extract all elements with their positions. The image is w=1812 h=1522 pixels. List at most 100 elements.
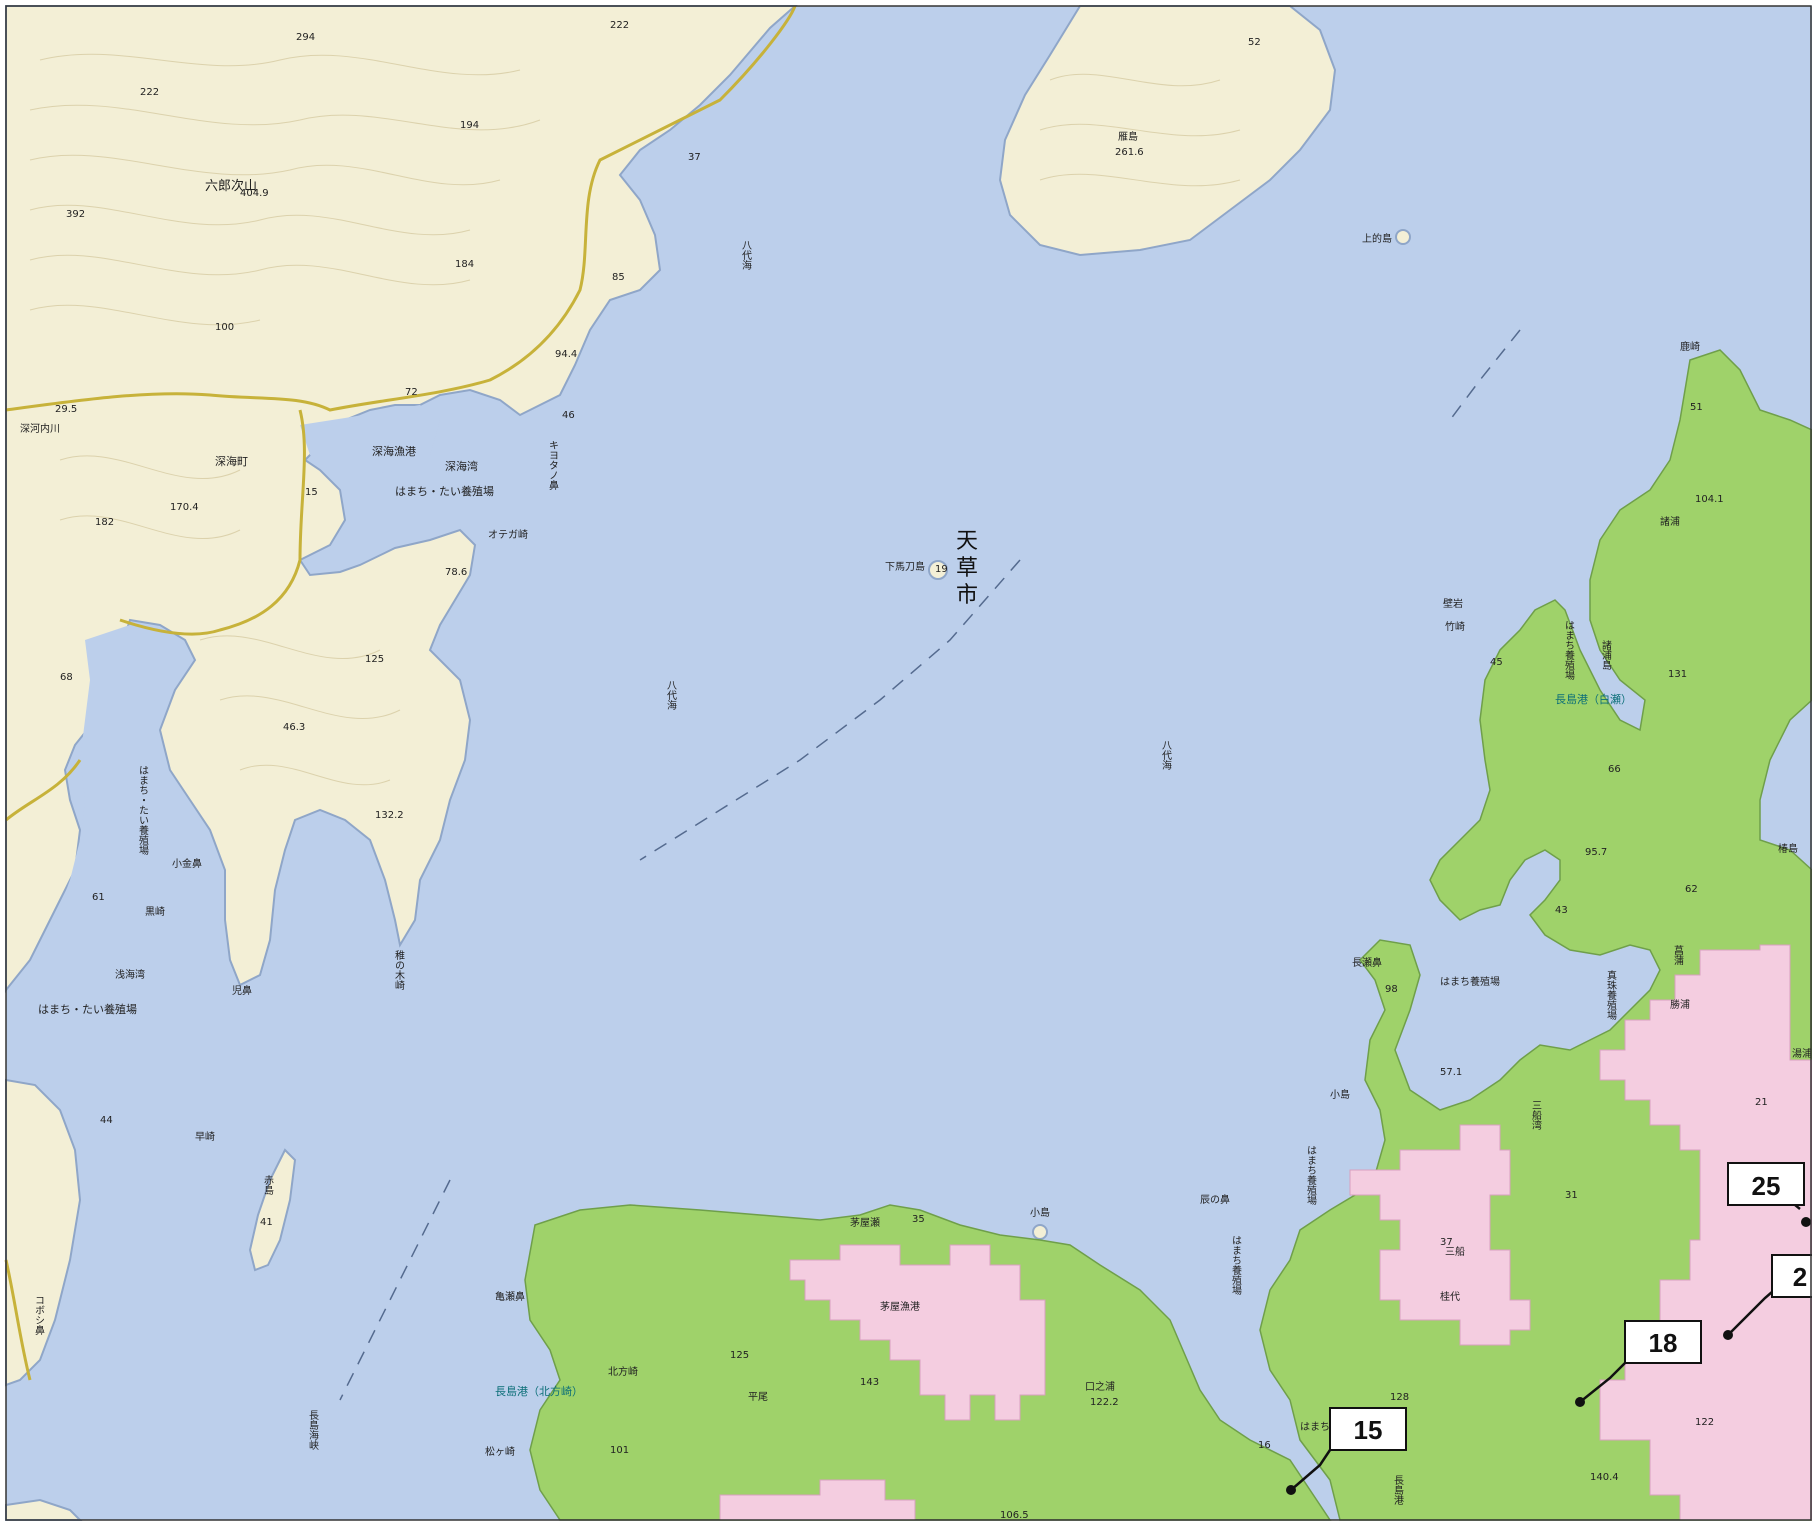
spot-182: 182 [95, 517, 114, 528]
label-rokurojiyama: 六郎次山 [205, 178, 257, 194]
spot-51: 51 [1690, 402, 1703, 413]
place-labels: 天草市 六郎次山 深海町 深海漁港 深海湾 はまち・たい養殖場 はまち・たい養殖… [20, 130, 1812, 1505]
label-hamachi-tai-2: はまち・たい養殖場 [137, 765, 149, 856]
spot-294: 294 [296, 32, 315, 43]
spot-95: 95.7 [1585, 847, 1607, 858]
label-hamachi-tai-1: はまち・たい養殖場 [395, 484, 494, 498]
spot-125: 125 [365, 654, 384, 665]
label-fukaumi-town: 深海町 [215, 454, 248, 468]
label-koboshi: コボシ鼻 [33, 1295, 45, 1336]
spot-100: 100 [215, 322, 234, 333]
spot-68: 68 [60, 672, 73, 683]
label-nagashima-port-kitagata: 長島港（北方崎） [495, 1384, 583, 1398]
label-hamachi-5: はまち養殖場 [1563, 620, 1575, 681]
spot-21: 21 [1755, 1097, 1768, 1108]
label-nagashima-port-shirase: 長島港（白瀬） [1555, 692, 1632, 706]
spot-404: 404.9 [240, 188, 269, 199]
label-kanosaki: 鹿崎 [1680, 340, 1700, 353]
spot-85: 85 [612, 272, 625, 283]
label-hamachi-tai-3: はまち・たい養殖場 [38, 1002, 137, 1016]
marker-25[interactable]: 25 [1727, 1162, 1811, 1227]
spot-143: 143 [860, 1377, 879, 1388]
spot-184: 184 [455, 259, 474, 270]
marker-2x[interactable]: 2 [1723, 1254, 1812, 1340]
spot-261: 261.6 [1115, 147, 1144, 158]
label-hamachi-2: はまち養殖場 [1440, 975, 1500, 988]
spot-98: 98 [1385, 984, 1398, 995]
inlet-fukaumi [300, 405, 440, 480]
label-kokanahana: 小金鼻 [172, 857, 202, 870]
label-akajima: 赤島 [262, 1175, 274, 1196]
label-kurosaki: 黒崎 [145, 905, 165, 918]
island-akajima [248, 1148, 297, 1272]
spot-57: 57.1 [1440, 1067, 1462, 1078]
spot-62: 62 [1685, 884, 1698, 895]
spot-37b: 37 [688, 152, 701, 163]
label-tatsunohana: 辰の鼻 [1200, 1193, 1230, 1206]
spot-392: 392 [66, 209, 85, 220]
label-shinju: 真珠養殖場 [1605, 969, 1617, 1021]
label-kojima1: 小島 [1030, 1206, 1050, 1219]
spot-heights: 404.9 294 222 222 392 194 184 100 85 94.… [55, 20, 1768, 1521]
label-kamebai: 亀瀬鼻 [495, 1290, 525, 1303]
marker-15[interactable]: 15 [1286, 1407, 1407, 1495]
label-katsuura: 勝浦 [1670, 998, 1690, 1011]
label-keishiro: 桂代 [1440, 1290, 1460, 1303]
label-kojima2: 小島 [1330, 1088, 1350, 1101]
label-kominato: 茅屋瀬 [850, 1217, 880, 1229]
spot-29: 29.5 [55, 404, 77, 415]
label-nagaseba: 長瀬鼻 [1352, 956, 1382, 969]
label-suwase: 諸浦島 [1600, 639, 1612, 671]
spot-15: 15 [305, 487, 318, 498]
label-yatsushiro-2: 八代海 [665, 680, 677, 711]
urban-east [1599, 944, 1812, 1521]
spot-45: 45 [1490, 657, 1503, 668]
label-shiraseura: 諸浦 [1660, 515, 1680, 528]
spot-44: 44 [100, 1115, 113, 1126]
label-hayasaki: 早崎 [195, 1130, 215, 1143]
label-hamachi-3: はまち養殖場 [1305, 1145, 1317, 1206]
spot-35: 35 [912, 1214, 925, 1225]
label-fukaumi-port: 深海漁港 [372, 444, 416, 458]
marker-15-label: 15 [1354, 1415, 1383, 1445]
islet-kojima [1032, 1224, 1048, 1240]
spot-104: 104.1 [1695, 494, 1724, 505]
label-yatsushiro-3: 八代海 [1160, 740, 1172, 771]
label-nagashima-port2: 長島港 [1392, 1475, 1404, 1505]
spot-78: 78.6 [445, 567, 467, 578]
label-yatsushiro-1: 八代海 [740, 240, 752, 271]
contours-northwest [29, 53, 1241, 786]
spot-122: 122.2 [1090, 1397, 1119, 1408]
label-kawachi-river: 深河内川 [20, 422, 60, 435]
spot-128: 128 [1390, 1392, 1409, 1403]
island-ganjima [998, 5, 1337, 257]
spot-222b: 222 [140, 87, 159, 98]
label-kitagatasaki: 北方崎 [608, 1365, 638, 1378]
label-kamimato: 上的島 [1362, 232, 1392, 245]
spot-125b: 125 [730, 1350, 749, 1361]
marker-18-label: 18 [1649, 1328, 1678, 1358]
label-shimomato: 下馬刀島 [885, 560, 925, 573]
urban-mifune [1349, 1124, 1531, 1346]
spot-131: 131 [1668, 669, 1687, 680]
roads [4, 5, 797, 1381]
forest-east [1259, 349, 1812, 1521]
label-amakusa-city: 天草市 [956, 529, 978, 608]
spot-106: 106.5 [1000, 1510, 1029, 1521]
spot-72: 72 [405, 387, 418, 398]
label-hanabana: 児鼻 [232, 984, 252, 997]
spot-19: 19 [935, 564, 948, 575]
spot-31: 31 [1565, 1190, 1578, 1201]
label-nagao: 菖蒲 [1672, 944, 1684, 965]
label-otega: オテガ崎 [488, 528, 528, 541]
spot-41: 41 [260, 1217, 273, 1228]
label-kiyotanohana: キヨタノ鼻 [547, 440, 559, 491]
label-sanou: 三船 [1445, 1245, 1465, 1258]
marker-18[interactable]: 18 [1575, 1320, 1702, 1407]
label-kayaura-port: 茅屋漁港 [880, 1300, 920, 1313]
label-fukaumi-bay: 深海湾 [445, 459, 478, 473]
urban-kayaura [789, 1244, 1046, 1421]
label-byobuiwa: 壁岩 [1443, 597, 1463, 610]
spot-37: 37 [1440, 1237, 1453, 1248]
